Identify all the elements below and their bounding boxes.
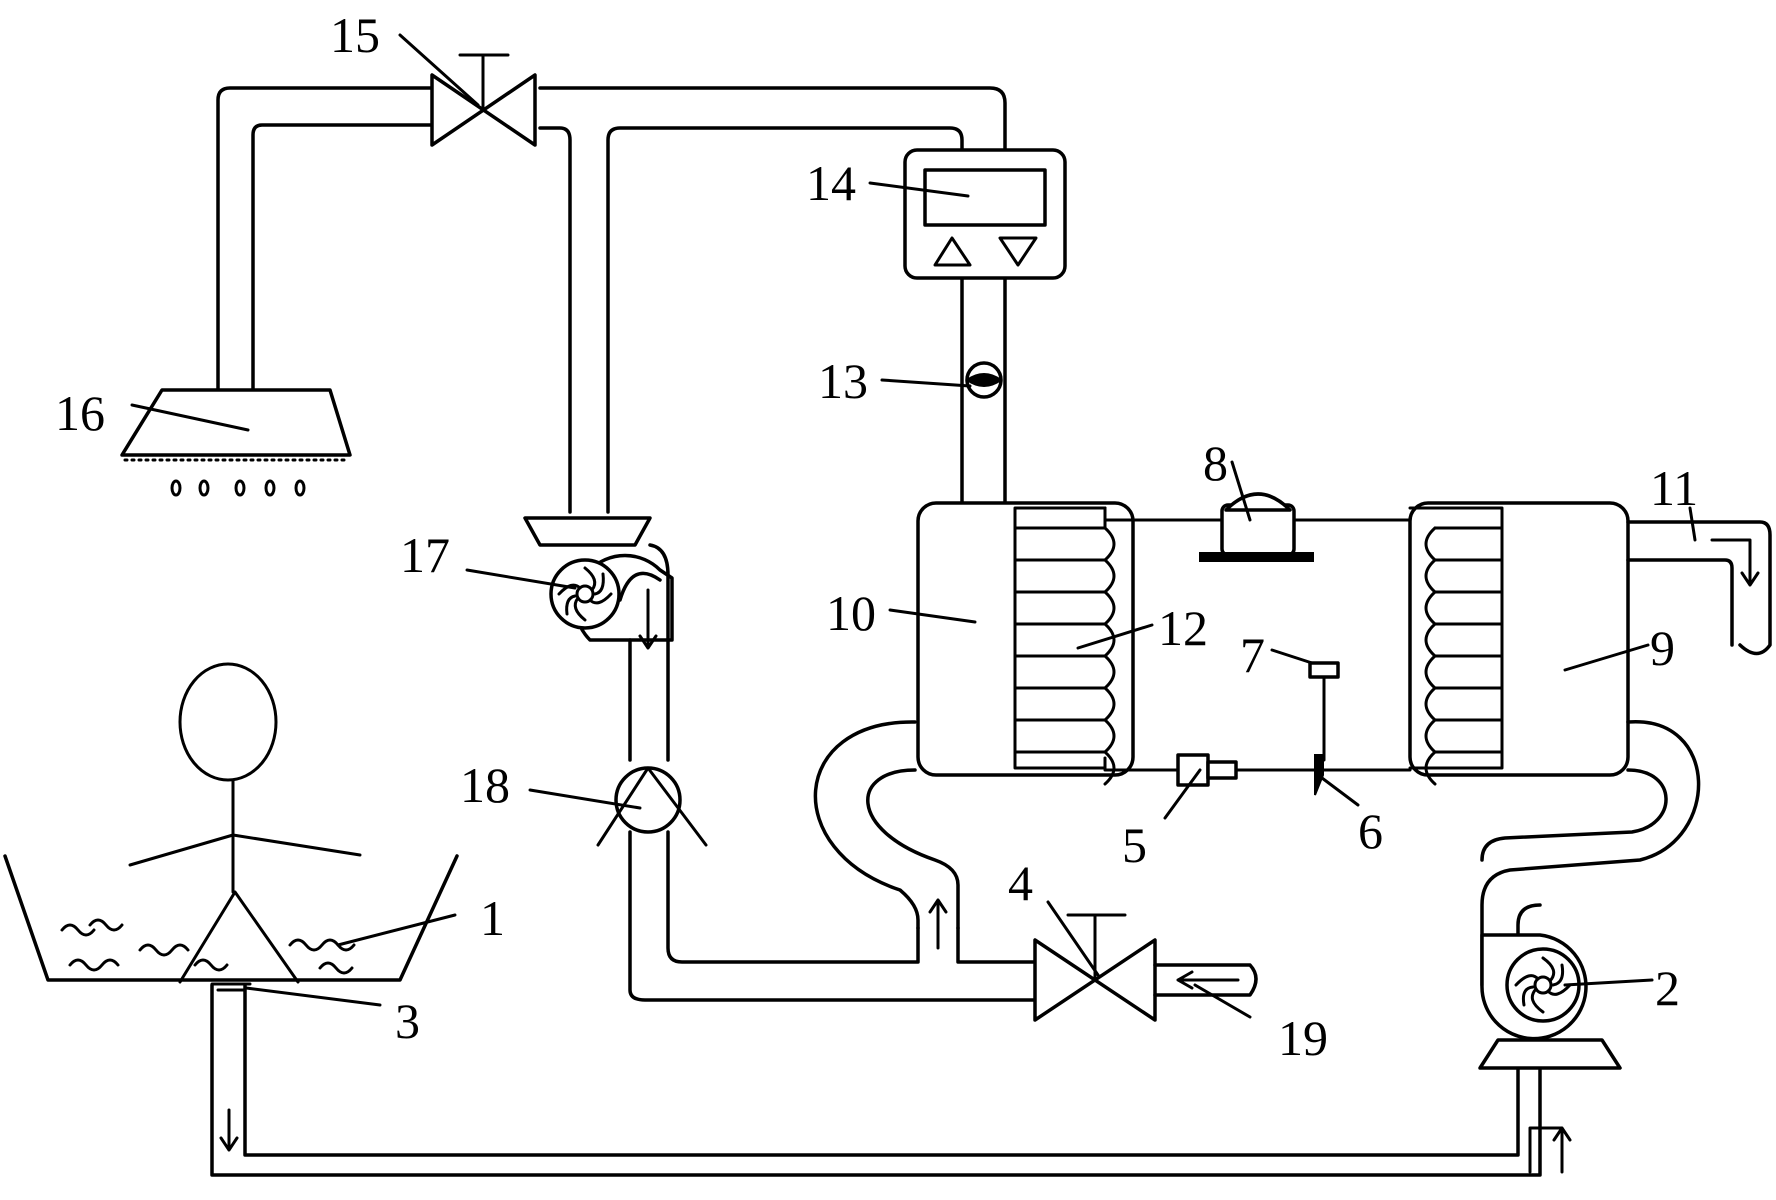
down-arrow-icon — [998, 236, 1038, 267]
label-5: 5 — [1122, 817, 1147, 873]
water-waves — [60, 918, 356, 975]
pressure-sensor — [1308, 661, 1340, 762]
impeller-icon — [1514, 956, 1572, 1014]
shower-head — [120, 388, 352, 497]
label-1: 1 — [480, 890, 505, 946]
component-labels: 15 16 14 13 8 11 17 10 12 7 9 18 5 6 4 1… — [55, 7, 1698, 1066]
return-pipe — [628, 830, 1037, 1002]
expansion-valve — [1176, 753, 1238, 787]
condenser-loop-pipe — [813, 720, 960, 930]
label-7: 7 — [1240, 627, 1265, 683]
circulation-pump — [1478, 933, 1622, 1070]
label-18: 18 — [460, 757, 510, 813]
booster-pump — [523, 516, 674, 762]
person-figure — [128, 662, 362, 984]
tub-drain — [210, 982, 252, 992]
controller-pipe — [960, 276, 1007, 505]
label-9: 9 — [1650, 620, 1675, 676]
drain-pipe — [1626, 520, 1772, 656]
evaporator-coil — [1408, 506, 1504, 786]
water-inlet — [1153, 963, 1258, 997]
compressor — [1199, 492, 1314, 562]
flow-arrow-icon — [1528, 1126, 1572, 1174]
label-19: 19 — [1278, 1010, 1328, 1066]
evaporator-tank — [1408, 501, 1630, 777]
label-10: 10 — [826, 585, 876, 641]
drain-return-pipe — [210, 983, 1572, 1177]
bath-tub — [3, 662, 459, 992]
water-drops — [170, 479, 306, 497]
label-2: 2 — [1655, 960, 1680, 1016]
label-14: 14 — [806, 155, 856, 211]
filter — [1314, 754, 1324, 796]
label-12: 12 — [1158, 600, 1208, 656]
check-valve — [596, 638, 708, 847]
label-11: 11 — [1650, 460, 1698, 516]
label-17: 17 — [400, 527, 450, 583]
label-16: 16 — [55, 385, 105, 441]
shower-valve — [430, 53, 537, 147]
flow-arrow-icon — [1176, 970, 1240, 990]
shower-supply-pipe — [216, 86, 1007, 514]
flow-sensor — [965, 361, 1003, 399]
flow-arrow-icon — [928, 898, 948, 950]
label-4: 4 — [1008, 855, 1033, 911]
inlet-valve — [1033, 913, 1157, 1022]
label-13: 13 — [818, 353, 868, 409]
label-6: 6 — [1358, 803, 1383, 859]
flow-arrow-icon — [1710, 538, 1760, 587]
impeller-icon — [557, 566, 613, 622]
condenser-tank — [916, 501, 1135, 777]
up-arrow-icon — [933, 236, 972, 267]
leader-lines — [130, 33, 1697, 1019]
temperature-controller — [903, 148, 1067, 280]
label-8: 8 — [1203, 435, 1228, 491]
flow-arrow-icon — [638, 588, 658, 650]
flow-arrow-icon — [219, 1108, 239, 1152]
condenser-coil — [1013, 506, 1116, 786]
label-15: 15 — [330, 7, 380, 63]
label-3: 3 — [395, 993, 420, 1049]
